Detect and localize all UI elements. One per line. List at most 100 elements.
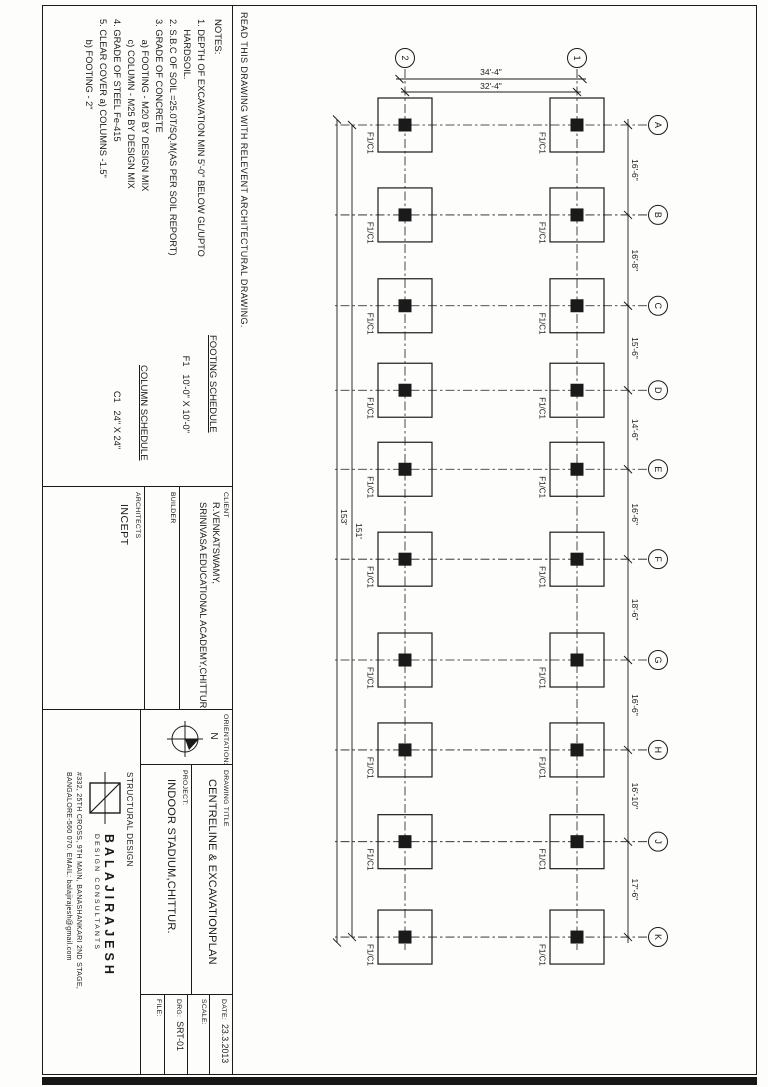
dim-tick [400, 87, 410, 97]
column-marker [570, 118, 584, 132]
grid-bubble [648, 459, 668, 480]
drawing-title-value: CENTRELINE & EXCAVATIONPLAN [206, 779, 218, 965]
column-marker [398, 930, 412, 944]
dim-tick [623, 655, 633, 665]
footing-outline [549, 632, 605, 688]
grid-bubble [648, 650, 668, 671]
footing-label: F1/C1 [538, 944, 547, 966]
dim-tick [572, 87, 582, 97]
footing-outline [549, 909, 605, 965]
consultant-address-1: #332, 25TH CROSS, 9TH MAIN, BANASHANKARI… [75, 772, 82, 990]
architects-cell: ARCHITECTS INCEPT [43, 487, 144, 710]
orientation-label: ORIENTATION: [222, 714, 229, 765]
footing-outline [377, 187, 433, 243]
footing-label: F1/C1 [366, 667, 375, 689]
column-marker [570, 299, 584, 313]
grid-bubble [648, 927, 668, 948]
drawing-title-row: DRAWING TITLE CENTRELINE & EXCAVATIONPLA… [191, 765, 232, 995]
footing-outline [549, 187, 605, 243]
grid-bubble-label: K [653, 934, 663, 940]
architects-value: INCEPT [118, 504, 130, 546]
note-line: b) FOOTING - 2" [84, 19, 94, 110]
footing-label: F1/C1 [366, 132, 375, 154]
project-label: PROJECT: [181, 770, 188, 806]
dim-tick [347, 120, 357, 130]
north-arrow-icon [167, 721, 203, 757]
footing-label: F1/C1 [366, 566, 375, 588]
dim-label: 16'-10" [630, 783, 640, 809]
dim-tick [332, 938, 342, 947]
column-marker [398, 383, 412, 397]
drawing-title-label: DRAWING TITLE [222, 770, 229, 827]
dim-label: 14'-6" [630, 419, 640, 441]
dim-tick [623, 837, 633, 847]
footing-label: F1/C1 [538, 397, 547, 419]
date-label: DATE: [220, 999, 227, 1021]
footing-outline [377, 362, 433, 418]
grid-bubble-label: J [653, 839, 663, 844]
column-marker [570, 930, 584, 944]
column-marker [570, 835, 584, 849]
north-letter: N [208, 732, 219, 740]
project-row: PROJECT: INDOOR STADIUM,CHITTUR. [141, 765, 191, 995]
grid-bubble-label: H [653, 747, 663, 754]
grid-bubble [648, 831, 668, 852]
structural-design-label: STRUCTURAL DESIGN [125, 772, 134, 867]
grid-bubble [395, 48, 415, 68]
drg-value: SRT-01 [175, 1021, 185, 1051]
builder-label: BUILDER [169, 492, 176, 524]
scale-label: SCALE: [200, 999, 207, 1025]
footing-schedule-title: FOOTING SCHEDULE [207, 335, 218, 433]
dim-tick [578, 74, 587, 84]
grid-bubble [648, 204, 668, 225]
date-row: DATE: 23.3.2013 [209, 995, 232, 1075]
grid-bubble-label: 2 [400, 55, 410, 60]
client-line-2: SRINIVASA EDUCATIONAL ACADEMY,CHITTUR. [198, 502, 209, 711]
overall-inner-label: 151' [354, 523, 364, 539]
column-marker [398, 835, 412, 849]
dim-tick [623, 120, 633, 130]
footing-outline [377, 814, 433, 870]
revision-block: DATE: 23.3.2013 SCALE: DRG: SRT-01 FILE: [141, 995, 232, 1075]
footing-label: F1/C1 [538, 667, 547, 689]
note-line: 5. CLEAR COVER a) COLUMNS -1.5" [98, 19, 108, 178]
column-marker [570, 743, 584, 757]
dim-tick [347, 932, 357, 942]
column-marker [398, 653, 412, 667]
file-label: FILE: [155, 999, 162, 1017]
notes-list: 1. DEPTH OF EXCAVATION MIN 5'-0" BELOW G… [82, 19, 208, 317]
note-line: 4. GRADE OF STEEL Fe-415 [112, 19, 122, 142]
column-marker [570, 462, 584, 476]
note-line: HARDSOIL. [182, 19, 192, 80]
drg-row: DRG: SRT-01 [164, 995, 187, 1075]
grid-bubble [648, 115, 668, 135]
footing-outline [549, 722, 605, 778]
footing-outline [549, 97, 605, 153]
column-schedule-title: COLUMN SCHEDULE [138, 365, 149, 461]
architects-label: ARCHITECTS [134, 492, 141, 539]
orientation-cell: ORIENTATION: N [141, 710, 232, 765]
footing-outline [377, 632, 433, 688]
consultant-name: BALAJIRAJESH [102, 834, 117, 978]
grid-bubble [648, 549, 668, 570]
footing-label: F1/C1 [366, 222, 375, 244]
dim-label: 15'-6" [630, 337, 640, 359]
client-label: CLIENT [222, 492, 229, 518]
footing-label: F1/C1 [538, 132, 547, 154]
footing-label: F1/C1 [366, 397, 375, 419]
grid-bubble-label: A [653, 122, 663, 128]
dim-label: 18'-6" [630, 599, 640, 621]
notes-panel: NOTES: 1. DEPTH OF EXCAVATION MIN 5'-0" … [43, 5, 232, 323]
dim-tick [623, 385, 633, 395]
grid-bubble-label: B [653, 212, 663, 218]
footing-label: F1/C1 [366, 849, 375, 871]
column-marker [398, 299, 412, 313]
footing-outline [377, 97, 433, 153]
footing-label: F1/C1 [538, 313, 547, 335]
note-line: c) COLUMN - M25 BY DESIGN MIX [126, 19, 136, 189]
dim-tick [395, 74, 404, 84]
consultant-cell: STRUCTURAL DESIGN BALAJIRAJESH DESIGN CO… [43, 710, 141, 1075]
dim-tick [332, 115, 342, 124]
client-line-1: R.VENKATSWAMY, [211, 502, 221, 584]
